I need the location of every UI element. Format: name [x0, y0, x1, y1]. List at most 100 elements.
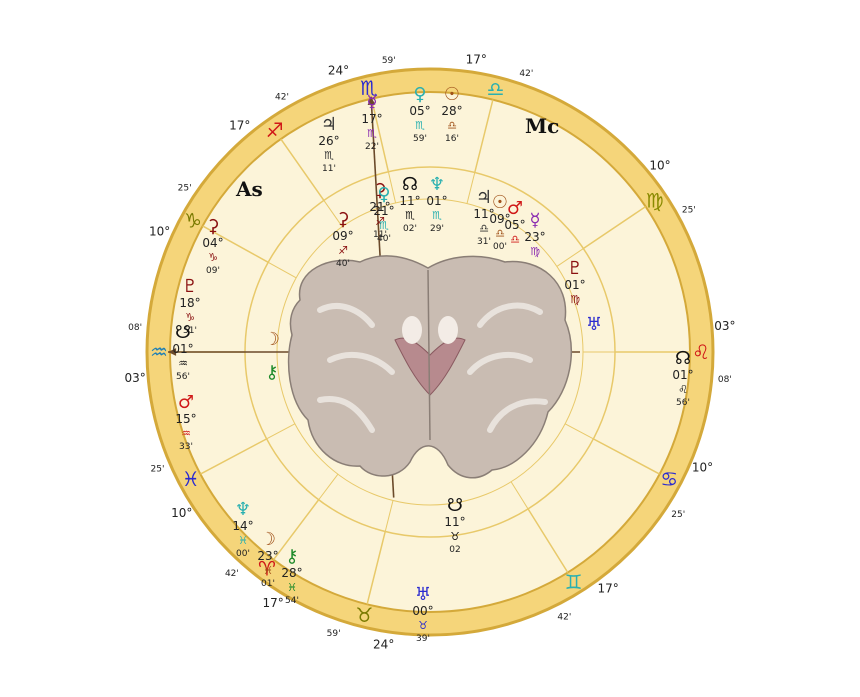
planet-degree: 05°: [504, 218, 525, 232]
planet-sign-icon: ♎: [447, 119, 457, 132]
planet-glyph-icon: ♅: [415, 584, 431, 605]
planet-sign-icon: ♐: [375, 215, 385, 228]
planet-glyph-icon: ☋: [447, 495, 463, 516]
planet-minutes: 54': [285, 596, 299, 606]
house-cusp-inner-line: [323, 200, 343, 227]
cusp-minutes: 42': [225, 569, 239, 579]
planet-glyph-icon: ⚷: [265, 362, 278, 383]
planet-minutes: 00': [493, 242, 507, 252]
cusp-degree: 03°: [714, 319, 735, 333]
planet-minutes: 02: [449, 545, 460, 555]
cusp-sign-icon: ♋: [660, 467, 678, 491]
cusp-degree: 17°: [466, 53, 487, 67]
house-cusp-line: [272, 499, 320, 561]
planet-sign-icon: ♏: [415, 119, 425, 132]
cusp-minutes: 08': [718, 375, 732, 385]
house-cusp-inner-line: [466, 172, 476, 204]
planet-sign-icon: ♍: [570, 293, 580, 306]
cusp-sign-icon: ♉: [355, 603, 373, 627]
planet-glyph-icon: ♇: [182, 276, 198, 297]
cusp-degree: 24°: [373, 637, 394, 651]
axis-arrow-icon: [168, 348, 177, 356]
house-cusp-inner-line: [267, 261, 297, 279]
house-cusp-inner-line: [556, 248, 584, 267]
planet-degree: 28°: [281, 566, 302, 580]
planet-glyph-icon: ♀: [377, 184, 390, 205]
planet-minutes: 02': [403, 224, 417, 234]
planet-minutes: 39': [416, 634, 430, 644]
brain-illustration: [287, 255, 572, 479]
planet-sign-icon: ♑: [185, 311, 195, 324]
cusp-degree: 24°: [328, 63, 349, 77]
cusp-degree: 10°: [649, 159, 670, 173]
house-cusp-inner-line: [384, 500, 394, 532]
house-cusp-line: [592, 438, 660, 475]
planet-degree: 01°: [564, 278, 585, 292]
planet-minutes: 29': [430, 224, 444, 234]
planet-minutes: 33': [179, 442, 193, 452]
planet-degree: 09°: [332, 229, 353, 243]
planet-degree: 18°: [179, 296, 200, 310]
planet-minutes: 09': [206, 266, 220, 276]
cusp-sign-icon: ♒: [150, 340, 168, 364]
planet-sign-icon: ♏: [379, 219, 389, 232]
house-cusp-inner-line: [387, 171, 397, 204]
cusp-minutes: 42': [557, 613, 571, 623]
planet-minutes: 40': [377, 234, 391, 244]
planet-glyph-icon: ☉: [492, 192, 508, 213]
planet-glyph-icon: ♃: [476, 187, 492, 208]
house-cusp-line: [202, 225, 269, 263]
cusp-minutes: 42': [519, 69, 533, 79]
house-cusp-inner-line: [266, 423, 296, 440]
cusp-degree: 17°: [263, 596, 284, 610]
cusp-labels: ♒ 03° 08' ♑ 10° 25' ♐ 17° 42' ♏ 24° 59' ♎ 17° 42' ♍ 10° 2…: [124, 53, 735, 652]
house-cusp-line: [582, 205, 646, 250]
planet-glyph-icon: ☿: [529, 210, 540, 231]
cusp-sign-icon: ♍: [646, 188, 664, 212]
planet-glyph-icon: ⚷: [285, 546, 298, 567]
cusp-sign-icon: ♌: [692, 340, 710, 364]
planet-sign-icon: ♉: [418, 619, 428, 632]
house-cusp-line: [474, 99, 494, 173]
house-cusp-inner-line: [318, 473, 339, 501]
planet-glyph-icon: ♃: [321, 114, 337, 135]
planet-glyph-icon: ☊: [402, 174, 418, 195]
planet-degree: 28°: [441, 104, 462, 118]
planet-glyph-icon: ☋: [175, 322, 191, 343]
planet-minutes: 51': [183, 326, 197, 336]
planet-degree: 05°: [409, 104, 430, 118]
cusp-degree: 17°: [229, 118, 250, 132]
cusp-sign-icon: ♈: [258, 556, 276, 580]
cusp-sign-icon: ♐: [266, 118, 284, 142]
planet-degree: 00°: [412, 604, 433, 618]
cusp-minutes: 25': [178, 183, 192, 193]
planet-degree: 04°: [202, 236, 223, 250]
cusp-sign-icon: ♑: [184, 209, 202, 233]
planet-sign-icon: ♏: [367, 127, 377, 140]
house-cusp-line: [280, 138, 325, 201]
planet-degree: 21°: [373, 204, 394, 218]
cusp-minutes: 25': [682, 205, 696, 215]
house-cusp-line: [200, 438, 268, 475]
planet-minutes: 56': [176, 372, 190, 382]
planet-degree: 15°: [175, 412, 196, 426]
planet-glyph-icon: ♆: [429, 174, 445, 195]
planet-sign-icon: ♏: [324, 149, 334, 162]
house-cusp-inner-line: [510, 481, 529, 510]
cusp-sign-icon: ♏: [360, 76, 378, 100]
planet-sign-icon: ♒: [181, 427, 191, 440]
planet-minutes: 59': [413, 134, 427, 144]
planet-sign-icon: ♍: [530, 245, 540, 258]
planet-sign-icon: ♎: [495, 227, 505, 240]
planet-minutes: 22': [365, 142, 379, 152]
house-cusp-line: [370, 98, 390, 172]
planet-minutes: 00': [236, 549, 250, 559]
planet-degree: 11°: [399, 194, 420, 208]
ascendant-label: As: [235, 177, 263, 201]
planet-glyph-icon: ⚳: [206, 216, 219, 237]
planet-glyph-icon: ♆: [235, 499, 251, 520]
cusp-degree: 10°: [171, 506, 192, 520]
house-cusp-inner-line: [564, 423, 594, 440]
planet-degree: 14°: [232, 519, 253, 533]
